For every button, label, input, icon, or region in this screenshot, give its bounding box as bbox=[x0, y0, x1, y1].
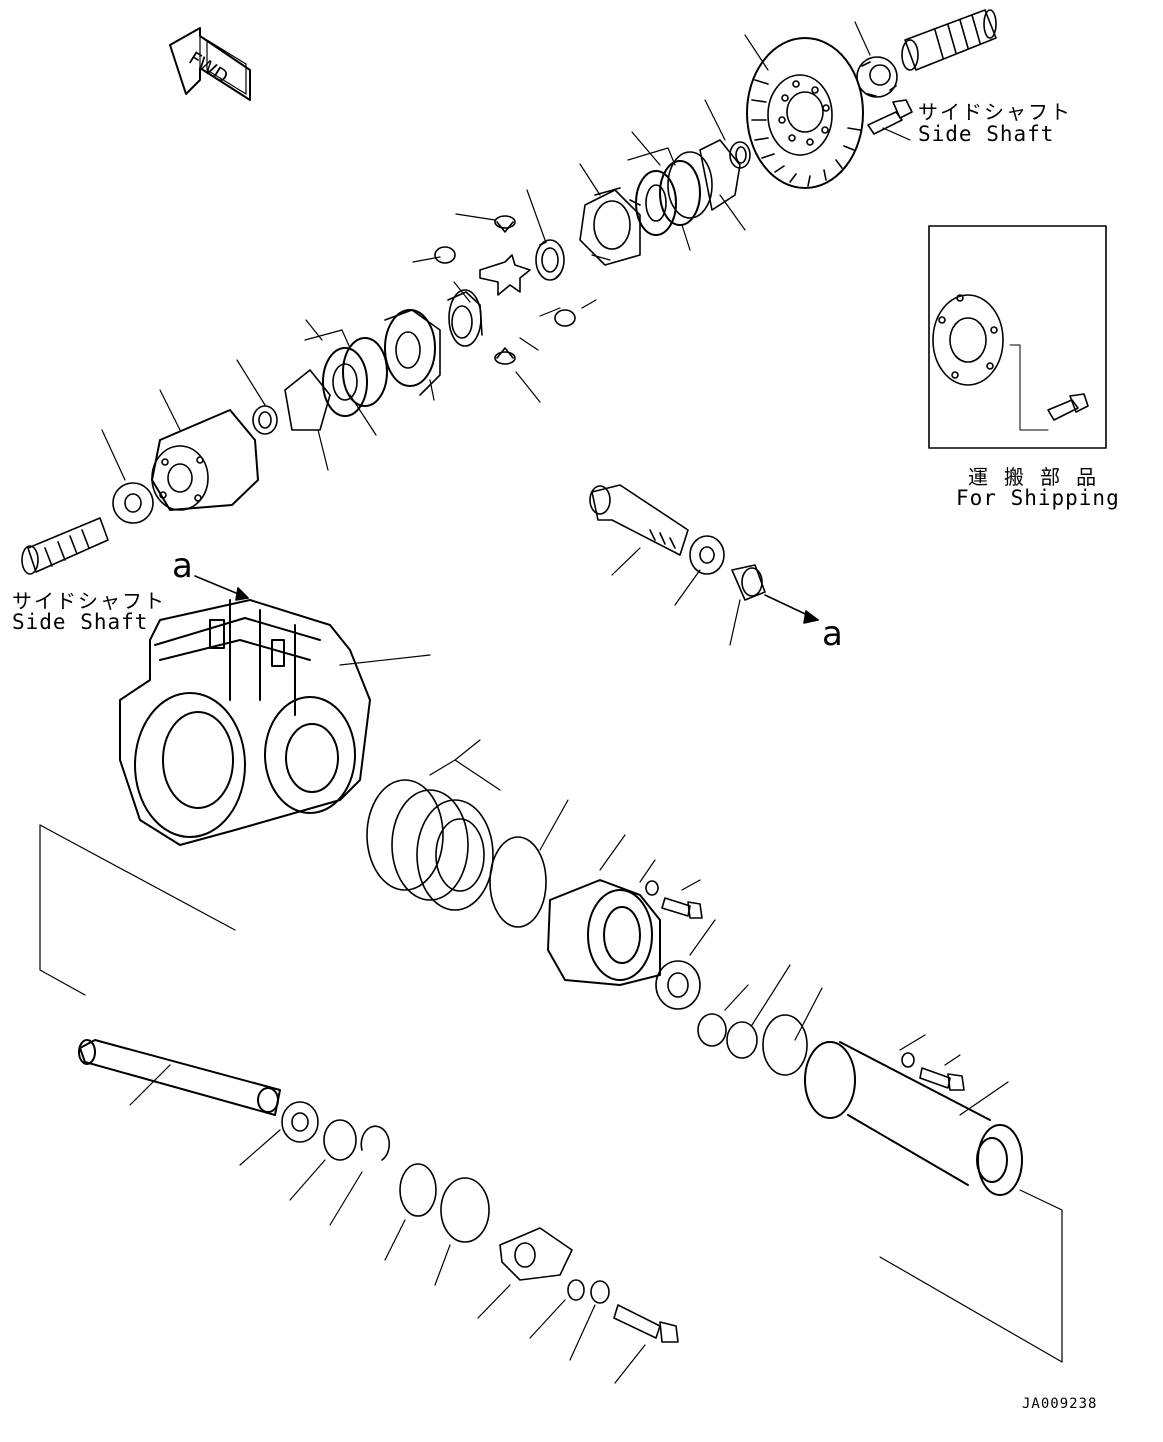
side-shaft-top-jp-label: サイドシャフト bbox=[918, 100, 1072, 124]
washer-3 bbox=[590, 1280, 610, 1304]
fwd-arrow bbox=[169, 27, 251, 101]
gasket-set bbox=[366, 779, 494, 911]
plug bbox=[567, 1279, 585, 1301]
shipping-en-label: For Shipping bbox=[956, 486, 1120, 510]
o-ring bbox=[489, 836, 547, 928]
bearing-3 bbox=[281, 1101, 319, 1143]
ring-2 bbox=[697, 1013, 727, 1047]
bolt-3 bbox=[613, 1304, 679, 1343]
washer-1 bbox=[645, 880, 659, 896]
circlip bbox=[360, 1125, 391, 1161]
pinion-shaft bbox=[589, 484, 766, 601]
snap-ring-left bbox=[252, 405, 278, 435]
leader-lines bbox=[39, 21, 1063, 1384]
side-gear-top bbox=[535, 239, 565, 281]
snap-ring-3 bbox=[323, 1119, 357, 1161]
side-shaft-left-jp-label: サイドシャフト bbox=[12, 589, 166, 613]
plate-set-left bbox=[284, 337, 388, 431]
axle-housing bbox=[119, 599, 371, 846]
diff-case-left bbox=[384, 309, 441, 396]
o-ring-2 bbox=[762, 1014, 808, 1076]
shipping-box bbox=[928, 225, 1107, 449]
bolt-top bbox=[867, 99, 913, 135]
bolt-1 bbox=[661, 897, 703, 919]
bearing-top bbox=[856, 56, 898, 98]
bearing-left bbox=[112, 482, 154, 524]
washer-2 bbox=[901, 1052, 915, 1068]
side-gear-left bbox=[447, 289, 483, 347]
side-shaft-left bbox=[21, 517, 109, 575]
shipping-jp-label: 運 搬 部 品 bbox=[968, 465, 1099, 489]
side-shaft-top bbox=[901, 9, 997, 71]
side-shaft-top-en-label: Side Shaft bbox=[918, 122, 1055, 146]
brake-housing bbox=[547, 879, 661, 986]
side-shaft-left-en-label: Side Shaft bbox=[12, 610, 149, 634]
diff-case-half bbox=[579, 187, 641, 266]
axle-shaft bbox=[78, 1039, 281, 1116]
bearing-2 bbox=[655, 960, 701, 1010]
seal-2 bbox=[726, 1021, 758, 1059]
spacer bbox=[399, 1163, 437, 1217]
axle-tube bbox=[804, 1041, 1023, 1196]
ref-a-right-label: a bbox=[822, 614, 843, 654]
ring-gear bbox=[746, 37, 864, 189]
drawing-code: JA009238 bbox=[1022, 1396, 1098, 1412]
thrust-washer bbox=[440, 1177, 490, 1243]
yoke bbox=[499, 1227, 573, 1281]
spider bbox=[434, 215, 576, 365]
bolt-2 bbox=[919, 1067, 965, 1091]
ref-a-top-label: a bbox=[172, 546, 193, 586]
carrier-housing bbox=[151, 409, 259, 511]
